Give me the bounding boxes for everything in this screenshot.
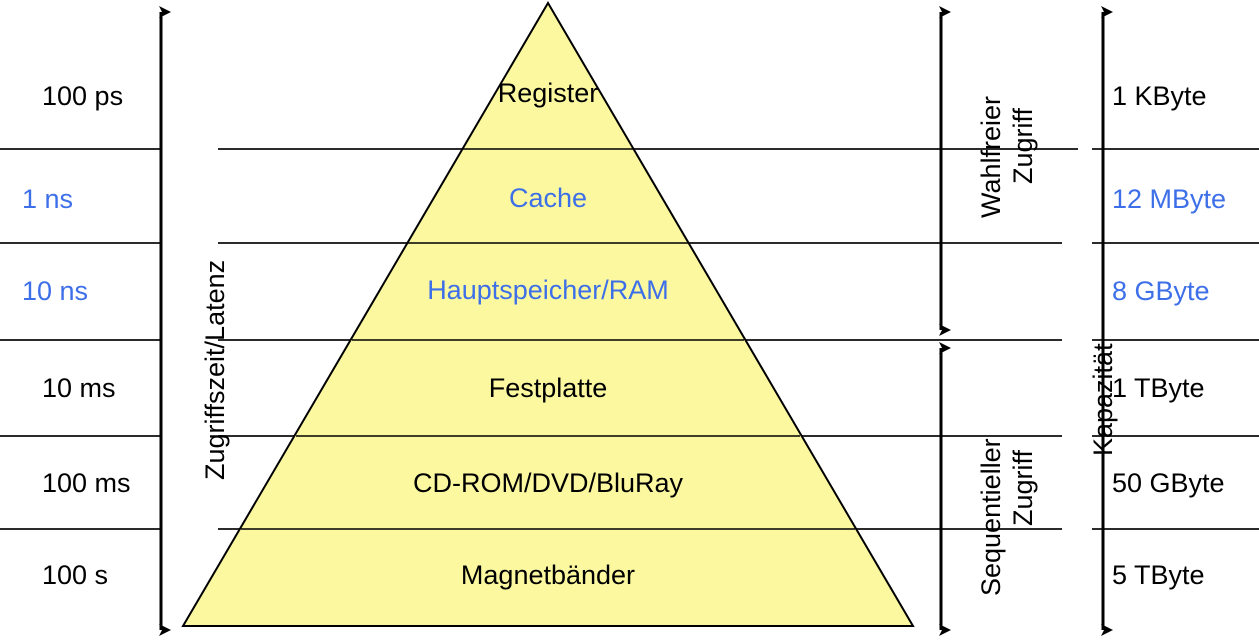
divider-lines-right xyxy=(1092,148,1259,530)
capacity-value-tape: 5 TByte xyxy=(1112,560,1205,590)
latency-value-hdd: 10 ms xyxy=(42,373,116,403)
capacity-value-ram: 8 GByte xyxy=(1112,276,1210,306)
tier-name-ram: Hauptspeicher/RAM xyxy=(427,275,669,305)
latency-axis-label: Zugriffszeit/Latenz xyxy=(200,259,230,480)
capacity-value-cache: 12 MByte xyxy=(1112,184,1227,214)
random-access-label-line2: Zugriff xyxy=(1008,107,1038,184)
capacity-value-hdd: 1 TByte xyxy=(1112,373,1205,403)
latency-value-register: 100 ps xyxy=(42,81,124,111)
sequential-access-label-line1: Sequentieller xyxy=(976,438,1006,596)
pyramid-tier-separators xyxy=(241,148,855,530)
latency-value-optical: 100 ms xyxy=(42,468,131,498)
divider-lines-left xyxy=(0,148,162,530)
tier-name-optical: CD-ROM/DVD/BluRay xyxy=(412,468,684,498)
tier-name-hdd: Festplatte xyxy=(488,373,608,403)
capacity-value-register: 1 KByte xyxy=(1112,81,1207,111)
latency-value-tape: 100 s xyxy=(42,560,109,590)
random-access-label-line1: Wahlfreier xyxy=(976,95,1006,218)
latency-value-ram: 10 ns xyxy=(22,276,89,306)
capacity-value-optical: 50 GByte xyxy=(1112,468,1225,498)
tier-name-register: Register xyxy=(497,78,599,108)
sequential-access-label-line2: Zugriff xyxy=(1008,449,1038,526)
tier-name-tape: Magnetbänder xyxy=(460,560,636,590)
pyramid-shape xyxy=(181,1,915,627)
latency-value-cache: 1 ns xyxy=(22,184,74,214)
tier-name-cache: Cache xyxy=(508,183,588,213)
